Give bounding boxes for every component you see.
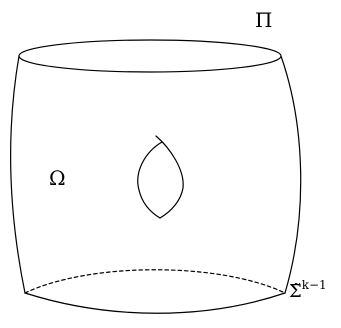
label-plane: Π xyxy=(255,8,272,32)
inner-lens-left xyxy=(137,141,163,219)
right-wall xyxy=(280,55,302,294)
inner-lens-right xyxy=(155,135,184,219)
label-boundary: Σ̃k−1 xyxy=(289,278,327,302)
bottom-front-boundary xyxy=(24,292,286,314)
left-wall xyxy=(10,55,26,294)
top-ellipse xyxy=(18,39,282,73)
label-boundary-symbol: Σ̃ xyxy=(289,281,302,302)
label-boundary-superscript: k−1 xyxy=(302,278,327,292)
label-domain: Ω xyxy=(49,166,66,190)
bottom-back-boundary xyxy=(24,269,286,294)
